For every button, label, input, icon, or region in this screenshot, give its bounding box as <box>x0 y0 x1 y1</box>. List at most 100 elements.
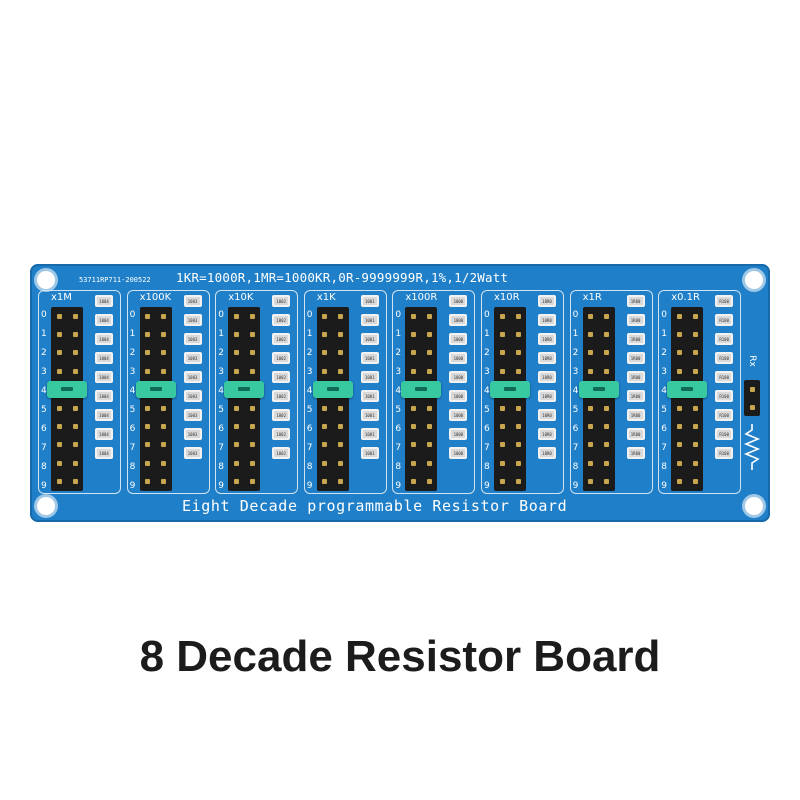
pin-row[interactable] <box>671 454 703 472</box>
pin-row[interactable] <box>494 436 526 454</box>
pin-row[interactable] <box>405 325 437 343</box>
header-pin <box>426 442 432 448</box>
pin-row[interactable] <box>140 454 172 472</box>
resistor-code: 1003 <box>187 298 198 304</box>
pin-row[interactable] <box>317 325 349 343</box>
pin-row[interactable] <box>405 436 437 454</box>
pin-row[interactable] <box>671 344 703 362</box>
pin-row[interactable] <box>671 473 703 491</box>
pin-row[interactable] <box>140 344 172 362</box>
pin-row[interactable] <box>51 399 83 417</box>
pin-row[interactable] <box>317 362 349 380</box>
jumper-cap[interactable] <box>47 381 87 399</box>
pin-row[interactable] <box>583 307 615 325</box>
pin-row[interactable] <box>494 307 526 325</box>
pin-row[interactable] <box>51 362 83 380</box>
jumper-cap[interactable] <box>401 381 442 399</box>
digit-label: 4 <box>306 386 313 396</box>
smd-resistor: 1000 <box>449 314 468 326</box>
pin-row[interactable] <box>228 436 260 454</box>
header-pin <box>676 424 682 430</box>
smd-resistor: 1000 <box>449 409 468 421</box>
pin-row[interactable] <box>228 399 260 417</box>
jumper-cap[interactable] <box>135 381 176 399</box>
pin-row[interactable] <box>494 473 526 491</box>
pin-row[interactable] <box>405 362 437 380</box>
pin-row[interactable] <box>583 436 615 454</box>
pin-row[interactable] <box>405 399 437 417</box>
pin-row[interactable] <box>140 417 172 435</box>
pin-row[interactable] <box>405 344 437 362</box>
pin-row[interactable] <box>51 473 83 491</box>
pin-row[interactable] <box>51 436 83 454</box>
rx-output-header[interactable] <box>744 380 760 416</box>
pin-header <box>582 307 615 491</box>
jumper-cap[interactable] <box>312 381 353 399</box>
pin-row[interactable] <box>671 307 703 325</box>
resistor-code: 10R0 <box>542 431 552 437</box>
resistor-code: R100 <box>719 355 729 361</box>
pin-row[interactable] <box>317 307 349 325</box>
pin-row[interactable] <box>317 436 349 454</box>
pin-row[interactable] <box>494 417 526 435</box>
pin-row[interactable] <box>671 417 703 435</box>
header-pin <box>338 424 344 430</box>
pin-row[interactable] <box>51 344 83 362</box>
pin-row[interactable] <box>494 454 526 472</box>
pin-row[interactable] <box>405 417 437 435</box>
digit-label: 9 <box>129 481 136 491</box>
pin-row[interactable] <box>317 417 349 435</box>
pin-row[interactable] <box>405 307 437 325</box>
pin-row[interactable] <box>228 325 260 343</box>
pin-row[interactable] <box>317 473 349 491</box>
pin-row[interactable] <box>228 417 260 435</box>
pin-row[interactable] <box>405 473 437 491</box>
header-pin <box>515 460 521 466</box>
pin-row[interactable] <box>583 473 615 491</box>
resistor-code: 1004 <box>99 450 109 456</box>
digit-label: 5 <box>395 405 402 415</box>
jumper-cap[interactable] <box>490 381 530 399</box>
jumper-cap[interactable] <box>578 381 619 399</box>
pin-row[interactable] <box>228 473 260 491</box>
smd-resistor: 1R00 <box>626 409 645 421</box>
pin-row[interactable] <box>494 362 526 380</box>
pin-row[interactable] <box>140 399 172 417</box>
pin-row[interactable] <box>140 436 172 454</box>
pin-row[interactable] <box>51 325 83 343</box>
pin-row[interactable] <box>317 344 349 362</box>
pin-row[interactable] <box>405 454 437 472</box>
jumper-cap[interactable] <box>224 381 265 399</box>
pin-row[interactable] <box>671 362 703 380</box>
pin-row[interactable] <box>583 417 615 435</box>
pin-row[interactable] <box>140 473 172 491</box>
pin-row[interactable] <box>228 362 260 380</box>
pin-row[interactable] <box>494 399 526 417</box>
pin-row[interactable] <box>51 417 83 435</box>
pin-row[interactable] <box>671 399 703 417</box>
pin-row[interactable] <box>317 399 349 417</box>
pin-row[interactable] <box>317 454 349 472</box>
pin-row[interactable] <box>583 362 615 380</box>
pin-row[interactable] <box>583 454 615 472</box>
jumper-cap[interactable] <box>667 381 708 399</box>
pin-row[interactable] <box>671 436 703 454</box>
pin-row[interactable] <box>228 344 260 362</box>
pin-row[interactable] <box>671 325 703 343</box>
pin-row[interactable] <box>51 454 83 472</box>
pin-row[interactable] <box>583 344 615 362</box>
pin-row[interactable] <box>140 325 172 343</box>
pin-row[interactable] <box>583 325 615 343</box>
header-pin <box>322 368 328 374</box>
pin-row[interactable] <box>583 399 615 417</box>
pin-row[interactable] <box>140 307 172 325</box>
pin-row[interactable] <box>228 454 260 472</box>
pin-row[interactable] <box>140 362 172 380</box>
pin-row[interactable] <box>494 344 526 362</box>
pin-row[interactable] <box>51 307 83 325</box>
resistor-code: R100 <box>719 450 729 456</box>
pin-row[interactable] <box>494 325 526 343</box>
header-pin <box>426 424 432 430</box>
pin-row[interactable] <box>228 307 260 325</box>
